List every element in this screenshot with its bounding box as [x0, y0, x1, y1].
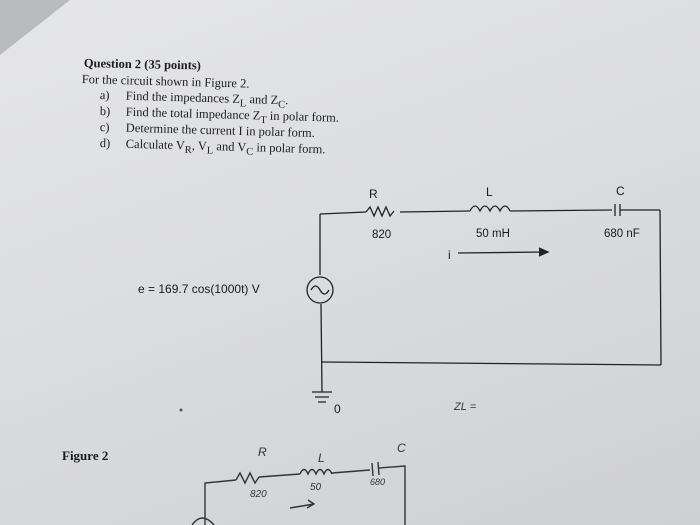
sketch-capacitor: [371, 461, 380, 477]
sketch-c-label: C: [397, 441, 406, 455]
voltage-source-symbol: [306, 276, 334, 304]
capacitor-label: C: [616, 184, 625, 198]
sketch-c-value: 680: [370, 477, 385, 487]
inductor-label: L: [486, 185, 493, 199]
resistor-value: 820: [372, 229, 391, 241]
sketch-resistor: [235, 471, 260, 485]
figure-label: Figure 2: [62, 448, 109, 463]
sketch-r-label: R: [258, 445, 267, 459]
wire-top-right: [509, 209, 613, 212]
source-equation: e = 169.7 cos(1000t) V: [138, 282, 260, 296]
capacitor-value: 680 nF: [604, 228, 640, 240]
current-label: i: [448, 248, 451, 262]
paper-dot: [179, 408, 183, 412]
sketch-wire-left: [204, 479, 237, 525]
inductor-symbol: [469, 205, 511, 213]
wire-bottom: [321, 361, 662, 366]
wire-top-left: [319, 211, 367, 215]
current-arrow: [457, 251, 546, 254]
sketch-r-value: 820: [250, 489, 267, 500]
inductor-value: 50 mH: [476, 228, 510, 240]
wire-right: [659, 209, 662, 366]
sketch-l-label: L: [318, 451, 325, 465]
wire-top-mid: [399, 210, 471, 213]
ground-symbol: [312, 391, 332, 403]
page-corner-shadow: [0, 0, 70, 55]
current-arrow-head: [538, 247, 550, 257]
sketch-l-value: 50: [310, 482, 322, 493]
resistor-symbol: [365, 205, 395, 218]
wire-left-bottom: [320, 303, 323, 393]
sketch-source-arc: [191, 517, 215, 525]
sketch-wire-mid: [258, 473, 301, 478]
sketch-zl-note: ZL =: [453, 401, 477, 413]
sine-wave-icon: [310, 285, 330, 295]
sketch-wire-end: [378, 465, 406, 525]
sketch-arrow: [289, 499, 316, 509]
ground-label: 0: [334, 402, 341, 416]
sketch-wire-right: [331, 469, 371, 474]
resistor-label: R: [369, 187, 378, 201]
sketch-inductor: [299, 468, 333, 476]
handwritten-sketch: [191, 461, 406, 525]
